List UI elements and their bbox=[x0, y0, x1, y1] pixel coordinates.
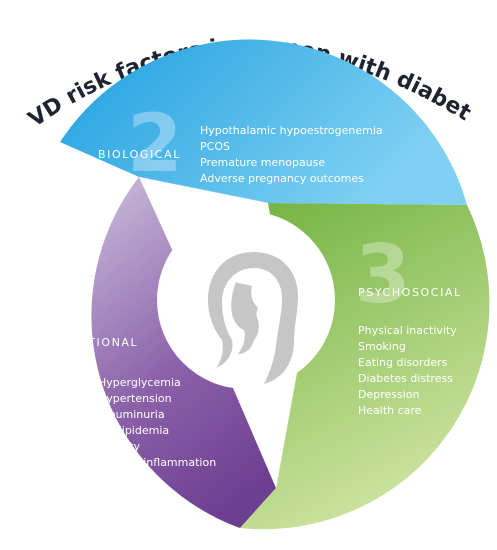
biological-segment bbox=[60, 39, 467, 205]
list-item: Physical inactivity bbox=[358, 324, 457, 337]
list-item: PCOS bbox=[200, 140, 230, 153]
list-item: Adverse pregnancy outcomes bbox=[200, 172, 364, 185]
traditional-list: Hyperglycemia Hypertension Albuminuria D… bbox=[98, 376, 216, 469]
list-item: Obesity bbox=[98, 440, 141, 453]
traditional-number: 1 bbox=[42, 292, 98, 385]
psychosocial-list: Physical inactivity Smoking Eating disor… bbox=[358, 324, 457, 417]
biological-list: Hypothalamic hypoestrogenemia PCOS Prema… bbox=[200, 124, 383, 185]
traditional-label: TRADITIONAL bbox=[46, 336, 138, 349]
list-item: Hypothalamic hypoestrogenemia bbox=[200, 124, 383, 137]
list-item: Smoking bbox=[358, 340, 406, 353]
list-item: Premature menopause bbox=[200, 156, 325, 169]
list-item: Diabetes distress bbox=[358, 372, 453, 385]
biological-number: 2 bbox=[127, 97, 183, 190]
list-item: Chronic inflammation bbox=[98, 456, 216, 469]
psychosocial-number: 3 bbox=[355, 228, 411, 321]
list-item: Eating disorders bbox=[358, 356, 448, 369]
separator-line bbox=[138, 176, 269, 204]
list-item: Hypertension bbox=[98, 392, 172, 405]
list-item: Dyslipidemia bbox=[98, 424, 169, 437]
list-item: Health care bbox=[358, 404, 422, 417]
list-item: Depression bbox=[358, 388, 420, 401]
list-item: Albuminuria bbox=[98, 408, 165, 421]
woman-profile-icon bbox=[208, 252, 298, 384]
psychosocial-label: PSYCHOSOCIAL bbox=[358, 286, 462, 299]
list-item: Hyperglycemia bbox=[98, 376, 181, 389]
biological-label: BIOLOGICAL bbox=[98, 148, 181, 161]
separator-line bbox=[275, 371, 298, 489]
